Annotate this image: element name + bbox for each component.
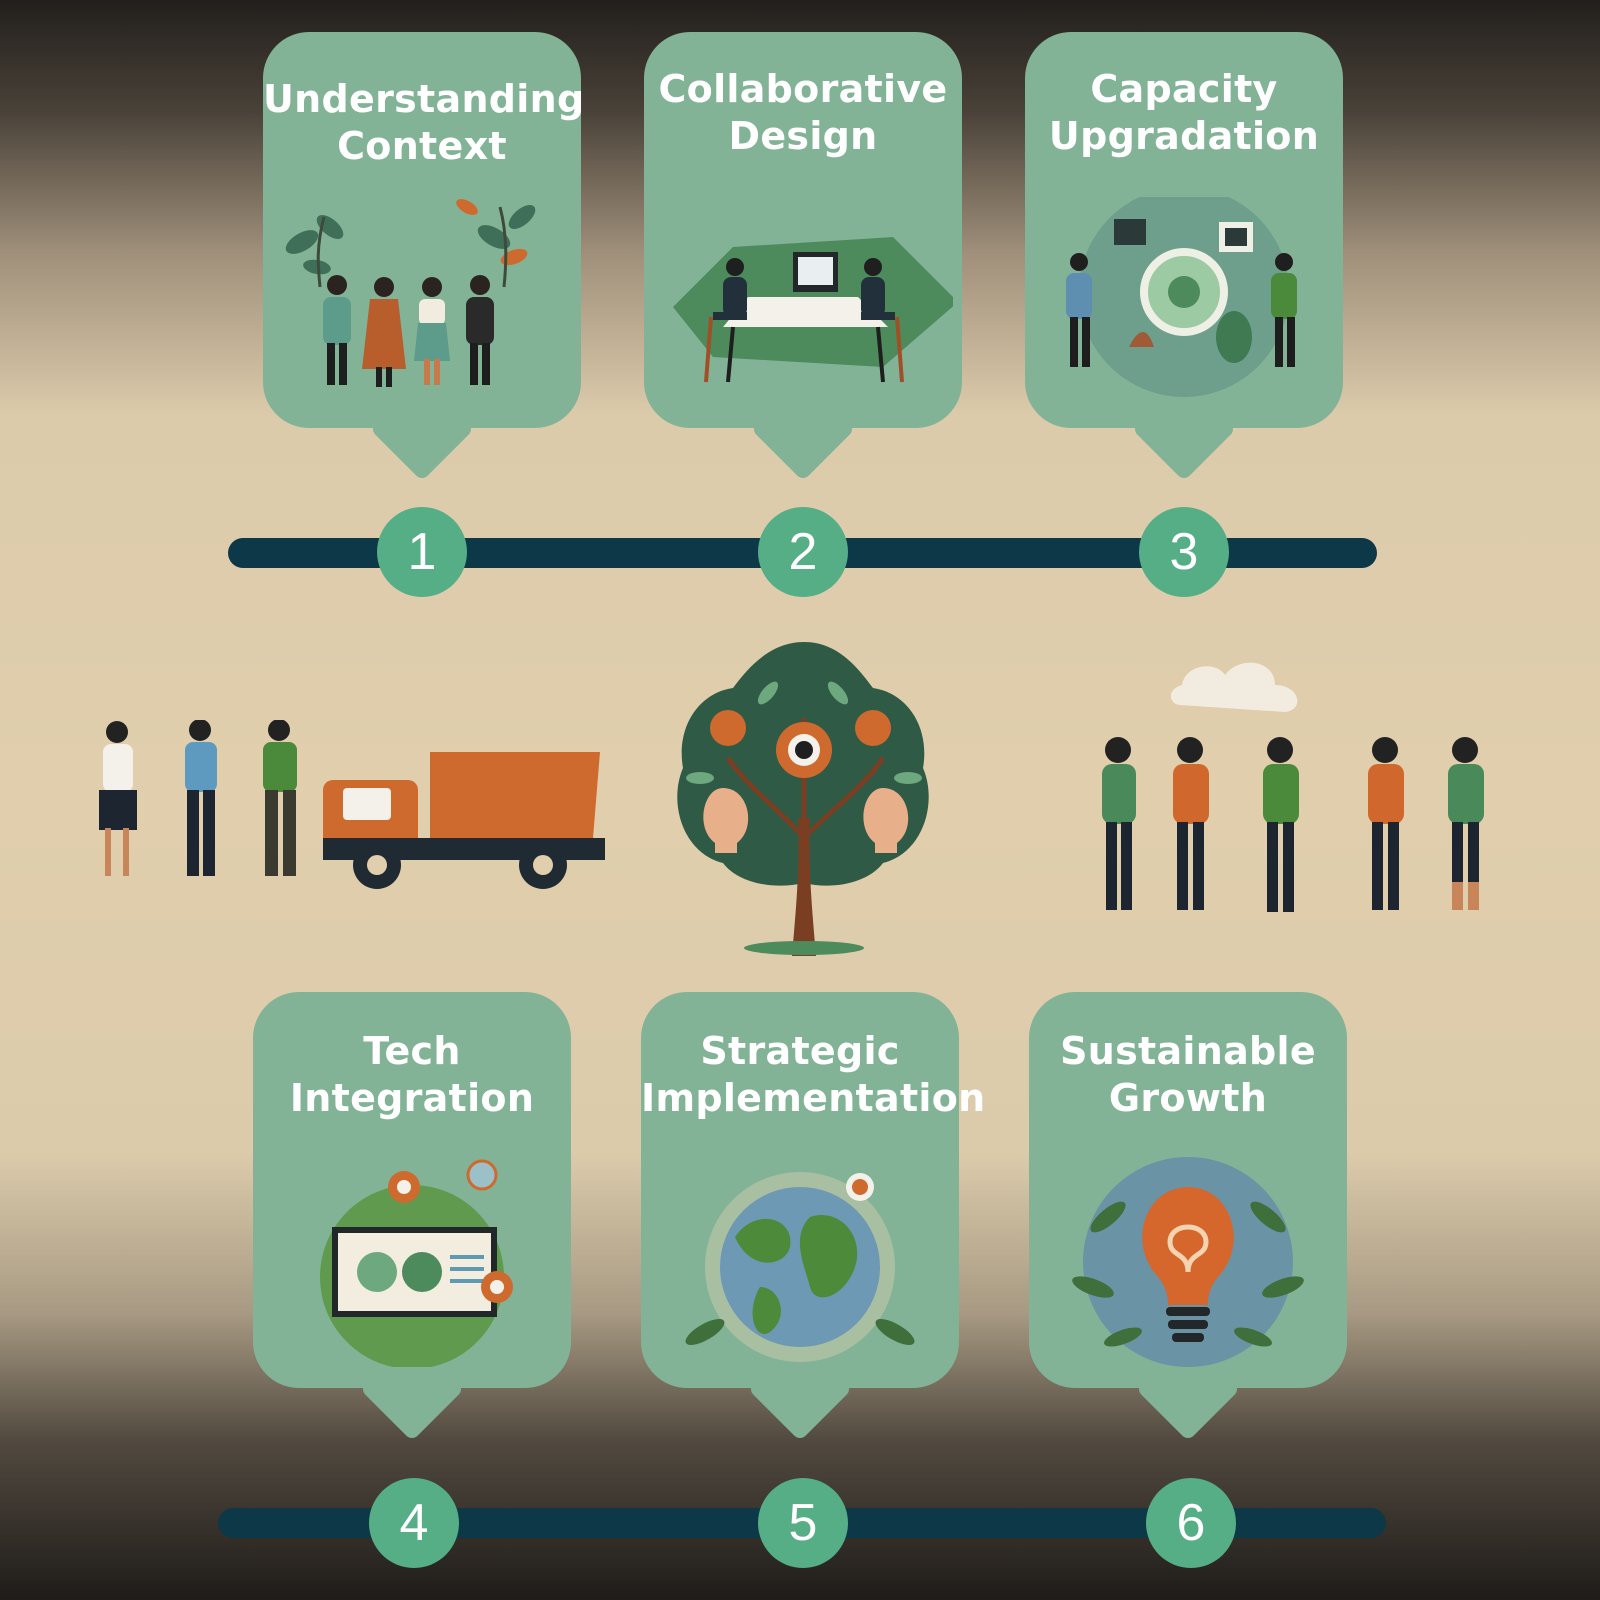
tree-of-ideas-icon (677, 642, 929, 956)
step-card-1: Understanding Context (263, 32, 585, 428)
meeting-at-desk-icon (673, 237, 953, 383)
step-number-3: 3 (1139, 507, 1229, 597)
people-with-plants-icon (285, 199, 536, 387)
step-number-6: 6 (1146, 1478, 1236, 1568)
lightbulb-leaves-icon (1072, 1157, 1304, 1367)
step-number-5: 5 (758, 1478, 848, 1568)
step-title-3: Capacity Upgradation (1048, 67, 1320, 158)
step-title-2: Collaborative Design (658, 67, 948, 158)
tech-screen-icon (320, 1159, 513, 1367)
step-card-5: Strategic Implementation (641, 992, 986, 1388)
training-dashboard-icon (1066, 197, 1297, 397)
community-group-icon (1102, 662, 1484, 912)
step-number-1: 1 (377, 507, 467, 597)
step-title-1: Understanding Context (263, 77, 585, 168)
step-title-5: Strategic Implementation (641, 1029, 986, 1120)
step-card-2: Collaborative Design (644, 32, 962, 428)
step-card-3: Capacity Upgradation (1025, 32, 1343, 428)
step-number-2: 2 (758, 507, 848, 597)
step-title-6: Sustainable Growth (1060, 1029, 1316, 1120)
step-card-4: Tech Integration (253, 992, 571, 1388)
step-card-6: Sustainable Growth (1029, 992, 1347, 1388)
globe-icon (685, 1172, 915, 1362)
step-number-4: 4 (369, 1478, 459, 1568)
step-title-4: Tech Integration (289, 1029, 535, 1120)
people-and-truck-icon (99, 720, 605, 889)
